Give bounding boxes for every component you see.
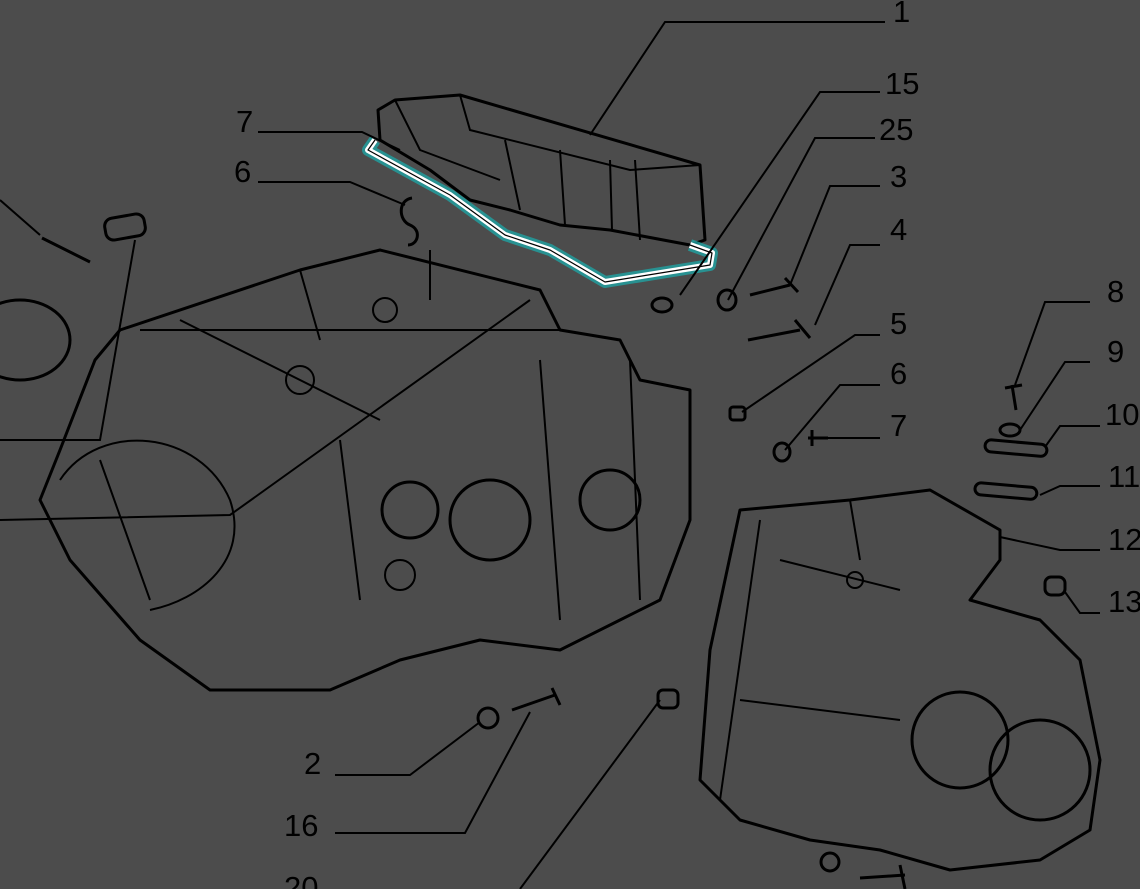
callout-9: 9 [1107, 334, 1124, 369]
callout-7-left: 7 [236, 104, 253, 139]
callout-5: 5 [890, 306, 907, 341]
callout-12: 12 [1108, 522, 1140, 557]
callout-16: 16 [284, 808, 318, 843]
callout-4: 4 [890, 212, 907, 247]
callout-11: 11 [1108, 459, 1140, 494]
callout-6-left: 6 [234, 154, 251, 189]
rear-gearbox-housing[interactable] [698, 488, 1102, 872]
callout-25: 25 [879, 112, 913, 147]
callout-20: 20 [284, 870, 318, 889]
callout-7-right: 7 [890, 408, 907, 443]
cover-gasket-highlighted[interactable] [362, 136, 718, 288]
callout-6-right: 6 [890, 356, 907, 391]
callout-15: 15 [885, 66, 919, 101]
callout-1: 1 [893, 0, 910, 29]
main-clutch-housing[interactable] [38, 248, 692, 692]
leader-lines [0, 21, 1100, 889]
callout-8: 8 [1107, 274, 1124, 309]
callout-labels: 1 15 25 3 4 5 6 7 7 6 8 9 10 11 12 13 2 … [234, 0, 1140, 889]
callout-10: 10 [1105, 397, 1139, 432]
small-hardware[interactable] [0, 212, 1067, 889]
gearbox-cover[interactable] [376, 93, 707, 247]
callout-2: 2 [304, 746, 321, 781]
callout-3: 3 [890, 159, 907, 194]
callout-13: 13 [1108, 584, 1140, 619]
